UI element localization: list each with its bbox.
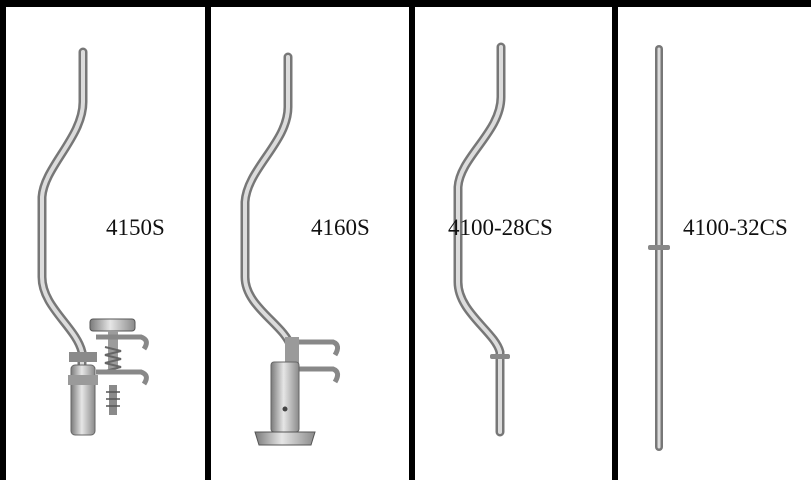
product-code-label: 4100-32CS [683,215,788,240]
table-divider-2 [409,0,415,480]
product-cell-4150S: 4150S [6,7,205,480]
table-divider-1 [205,0,211,480]
retractor-handle-with-clamp-icon [37,47,149,436]
table-divider-3 [612,0,618,480]
product-cell-4100-32CS: 4100-32CS [618,7,811,480]
retractor-handle-with-clamp-icon [240,52,341,446]
product-code-label: 4160S [311,215,370,240]
product-code-label: 4150S [106,215,165,240]
straight-retractor-handle-icon [648,45,670,451]
product-code-label: 4100-28CS [448,215,553,240]
table-border-left [0,0,6,480]
offset-retractor-handle-icon [453,42,510,437]
product-cell-4160S: 4160S [211,7,409,480]
table-top-border [0,0,811,7]
product-cell-4100-28CS: 4100-28CS [415,7,612,480]
